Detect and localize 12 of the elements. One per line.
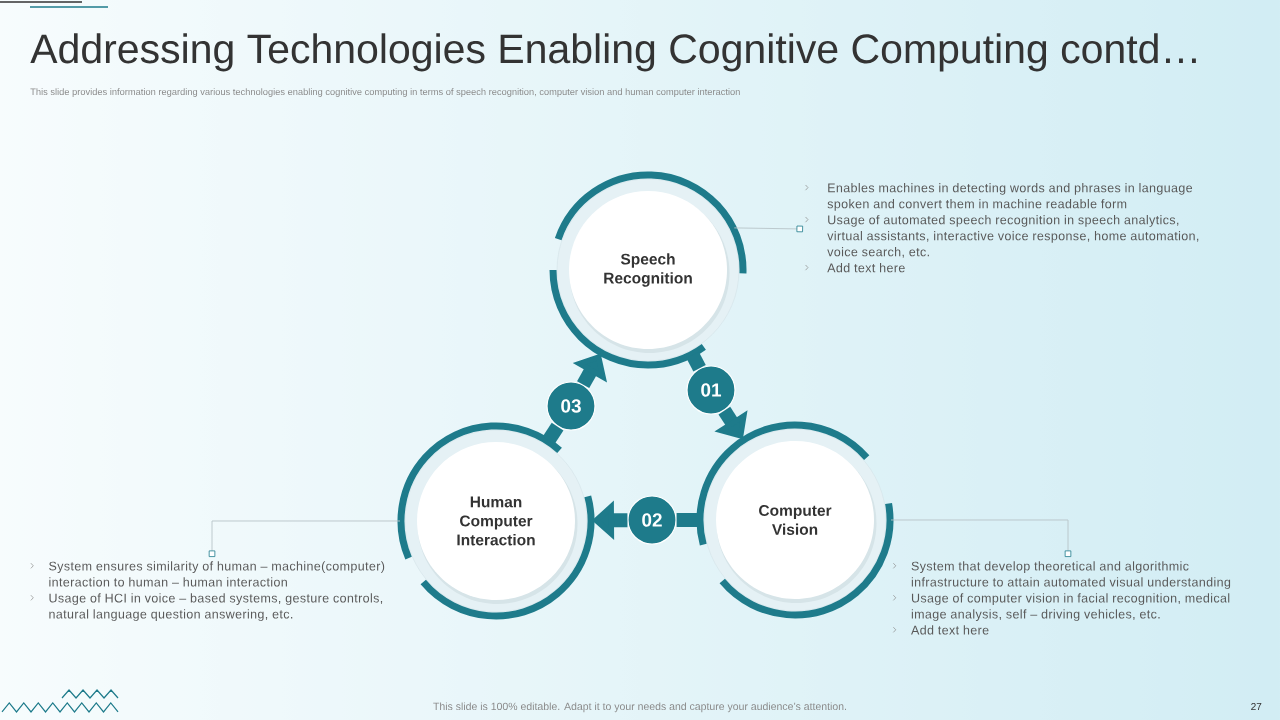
- title: Addressing Technologies Enabling Cognitive Computing contd…: [30, 33, 1196, 72]
- bullet-text: System that develop theoretical and algorithmic infrastructure to attain automated visual understanding: [911, 561, 1231, 589]
- bullet-text: Usage of computer vision in facial recognition, medical image analysis, self – driving vehicles, etc.: [911, 593, 1230, 621]
- bullet-text: Usage of HCI in voice – based systems, gesture controls, natural language question answering, etc.: [49, 593, 383, 621]
- page-number: 27: [1251, 703, 1262, 710]
- bullet-text: Usage of automated speech recognition in speech analytics, virtual assistants, interactive voice response, home automation, voice search, etc.: [827, 215, 1199, 258]
- bullet-text: Add text here: [827, 263, 905, 273]
- bullet-text: System ensures similarity of human – machine(computer) interaction to human – human interaction: [49, 561, 385, 587]
- footer-note: This slide is 100% editable. Adapt it to your needs and capture your audience’s attention.: [433, 702, 846, 713]
- bullet-text: Add text here: [911, 625, 989, 635]
- subtitle: This slide provides information regarding various technologies enabling cognitive computing in terms of speech recognition, computer vision and human computer interaction: [30, 88, 740, 97]
- bullet-text: Enables machines in detecting words and phrases in language spoken and convert them in machine readable form: [827, 183, 1193, 211]
